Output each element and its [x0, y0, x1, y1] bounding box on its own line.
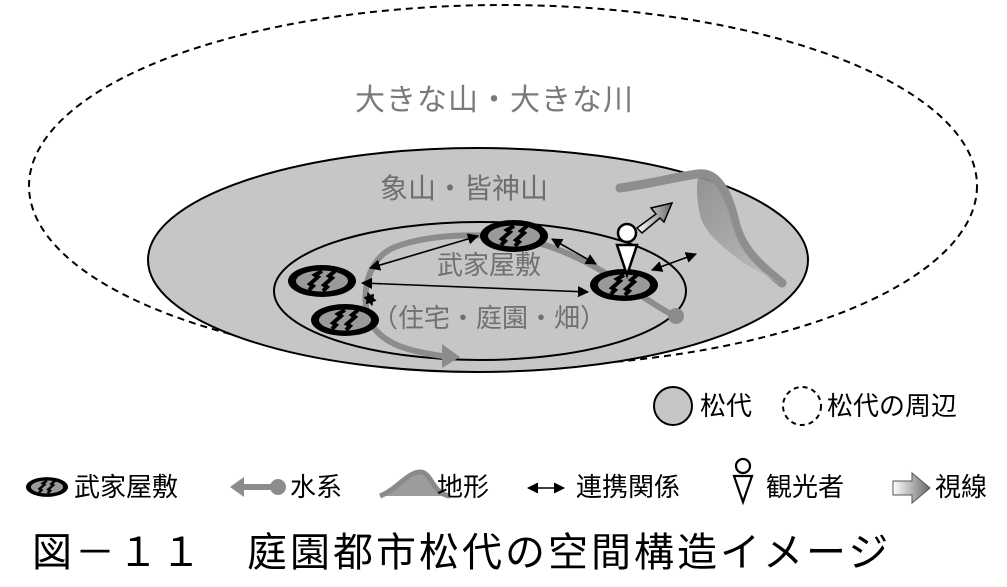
samurai-legend-icon	[24, 475, 70, 499]
tourist-figure	[615, 222, 639, 279]
samurai-district-ring	[273, 221, 687, 361]
sight-arrow	[635, 201, 674, 235]
inner-label-1: 武家屋敷	[437, 251, 541, 281]
tourist-legend-label: 観光者	[766, 473, 844, 503]
samurai-residence-left	[286, 263, 358, 299]
periphery-legend-icon	[782, 386, 822, 426]
connection-arrows	[360, 233, 698, 307]
water-legend-label: 水系	[290, 473, 342, 503]
terrain-ridge	[615, 169, 787, 288]
water-source-dot	[668, 308, 684, 324]
terrain-legend-icon	[378, 469, 451, 499]
samurai-residence-bottom	[309, 302, 381, 338]
samurai-residence-right	[588, 267, 660, 303]
matsushiro-legend-label: 松代	[700, 392, 752, 422]
link-legend-label: 連携関係	[576, 473, 680, 503]
terrain-slope	[696, 177, 780, 284]
periphery-legend-label: 松代の周辺	[827, 392, 957, 422]
figure-title: 図－１１ 庭園都市松代の空間構造イメージ	[32, 530, 891, 576]
matsushiro-legend-icon	[653, 386, 693, 426]
terrain-legend-label: 地形	[437, 473, 489, 503]
samurai-legend-label: 武家屋敷	[74, 473, 178, 503]
tourist-legend-icon	[732, 457, 754, 506]
inner-label-2: （住宅・庭園・畑）	[372, 304, 606, 334]
samurai-residence-top	[478, 218, 550, 254]
water-legend-icon	[230, 477, 286, 497]
middle-label: 象山・皆神山	[380, 172, 548, 205]
sight-legend-icon	[892, 471, 931, 505]
sight-legend-label: 視線	[935, 473, 987, 503]
water-arrow-head	[442, 344, 460, 368]
outer-label: 大きな山・大きな川	[355, 83, 634, 118]
